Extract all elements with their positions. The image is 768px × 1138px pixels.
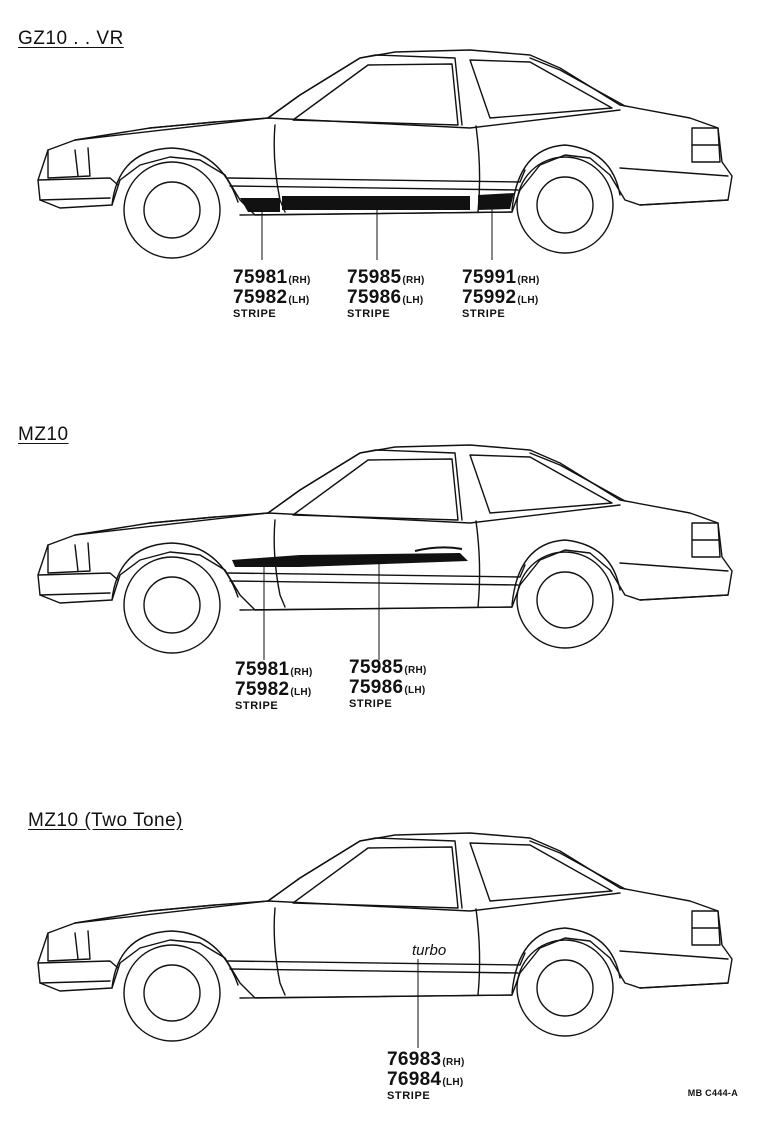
part-number-lh: 76984: [387, 1069, 442, 1090]
callout-75985: 75985(RH) 75986(LH) STRIPE: [347, 268, 425, 320]
part-description: STRIPE: [347, 308, 391, 320]
part-number-rh: 76983: [387, 1049, 442, 1070]
callout-76983: 76983(RH) 76984(LH) STRIPE: [387, 1050, 465, 1102]
part-description: STRIPE: [349, 698, 393, 710]
car-diagram-mz10-two-tone: turbo: [37, 832, 733, 1048]
car-diagram-mz10: [37, 444, 733, 660]
part-description: STRIPE: [462, 308, 506, 320]
part-number-rh: 75991: [462, 267, 517, 288]
car-diagram-gz10-vr: [37, 49, 733, 260]
turbo-badge: turbo: [412, 942, 446, 959]
lh-tag: (LH): [442, 1077, 464, 1088]
part-description: STRIPE: [387, 1090, 431, 1102]
part-number-rh: 75985: [347, 267, 402, 288]
rh-tag: (RH): [402, 275, 425, 286]
lh-tag: (LH): [288, 295, 310, 306]
lh-tag: (LH): [517, 295, 539, 306]
part-number-rh: 75981: [235, 659, 290, 680]
rh-tag: (RH): [517, 275, 540, 286]
part-number-lh: 75982: [233, 287, 288, 308]
section-title-mz10: MZ10: [18, 424, 69, 445]
part-description: STRIPE: [235, 700, 279, 712]
lh-tag: (LH): [402, 295, 424, 306]
part-number-rh: 75985: [349, 657, 404, 678]
stripe-door-gz10: [282, 196, 470, 210]
part-number-rh: 75981: [233, 267, 288, 288]
rh-tag: (RH): [442, 1057, 465, 1068]
part-number-lh: 75982: [235, 679, 290, 700]
part-description: STRIPE: [233, 308, 277, 320]
lh-tag: (LH): [404, 685, 426, 696]
callout-75981-mz10: 75981(RH) 75982(LH) STRIPE: [235, 660, 313, 712]
part-number-lh: 75986: [347, 287, 402, 308]
callout-75991: 75991(RH) 75992(LH) STRIPE: [462, 268, 540, 320]
lh-tag: (LH): [290, 687, 312, 698]
stripe-front-gz10: [240, 198, 280, 212]
callout-75985-mz10: 75985(RH) 75986(LH) STRIPE: [349, 658, 427, 710]
section-title-gz10-vr: GZ10 . . VR: [18, 28, 124, 49]
rh-tag: (RH): [288, 275, 311, 286]
reference-code: MB C444-A: [687, 1088, 738, 1098]
part-number-lh: 75986: [349, 677, 404, 698]
stripe-rear-gz10: [478, 193, 514, 210]
section-title-mz10-two-tone: MZ10 (Two Tone): [28, 810, 183, 831]
rh-tag: (RH): [404, 665, 427, 676]
stripe-tail-mz10: [415, 547, 462, 551]
rh-tag: (RH): [290, 667, 313, 678]
stripe-mz10: [232, 553, 468, 567]
callout-75981: 75981(RH) 75982(LH) STRIPE: [233, 268, 311, 320]
part-number-lh: 75992: [462, 287, 517, 308]
